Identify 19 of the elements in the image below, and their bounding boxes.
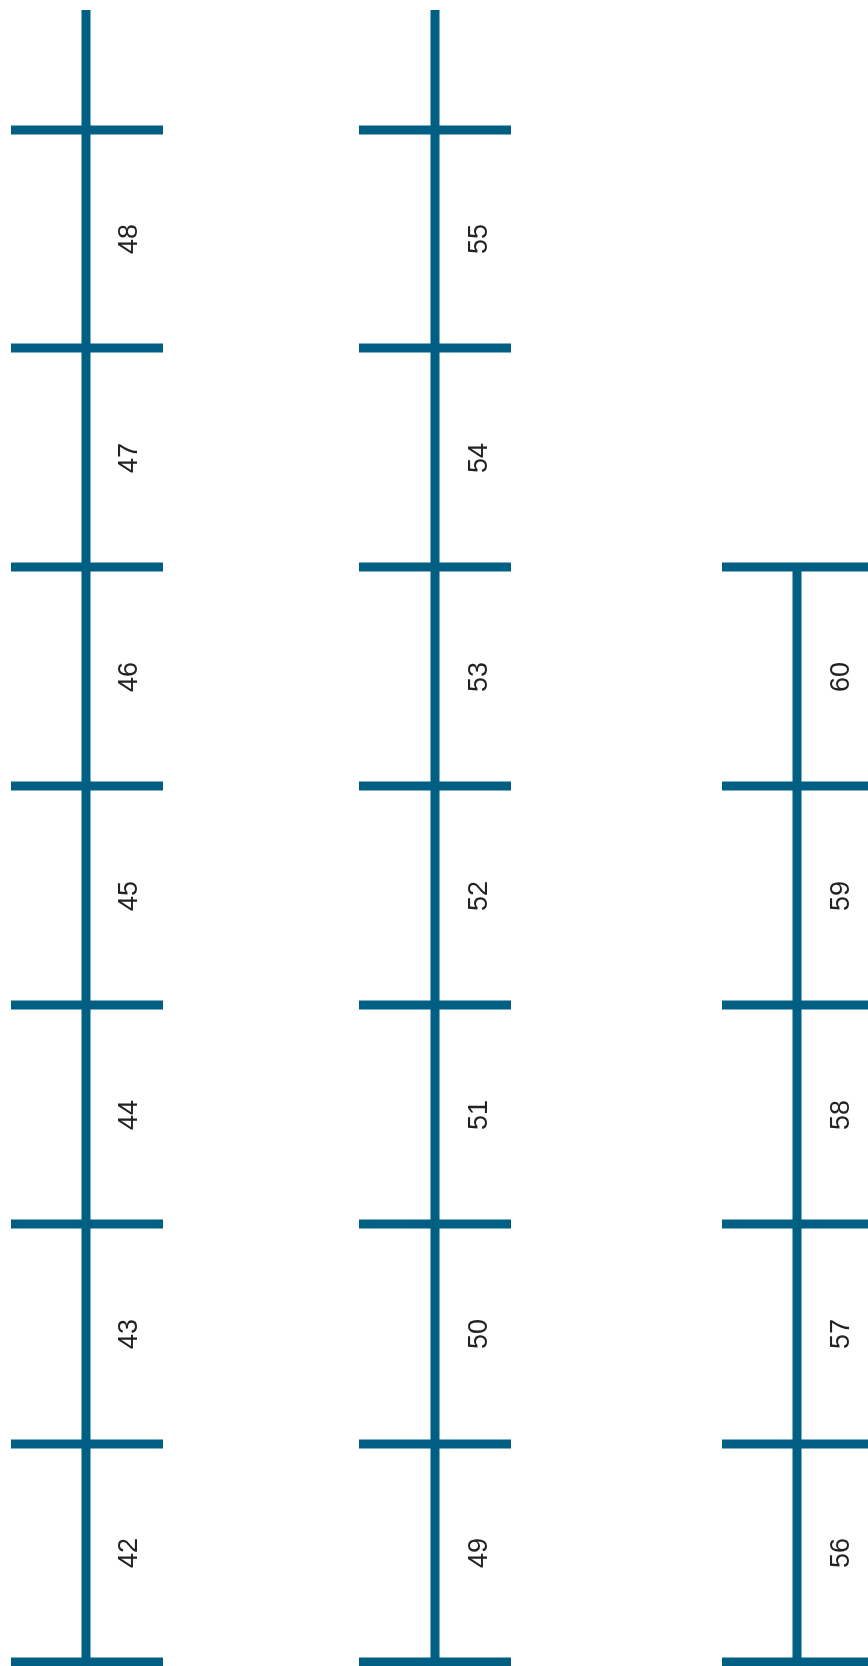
- scale-number: 59: [826, 880, 854, 911]
- scale-number: 44: [114, 1099, 142, 1130]
- scale-number: 49: [464, 1538, 492, 1568]
- scale-number: 42: [114, 1538, 142, 1568]
- scale-number: 58: [826, 1099, 854, 1130]
- scale-number: 53: [464, 661, 492, 692]
- scale-number: 48: [114, 224, 142, 254]
- scale-number: 55: [464, 224, 492, 254]
- scale-number: 60: [826, 661, 854, 692]
- scale-number: 47: [114, 442, 142, 473]
- scale-number: 57: [826, 1319, 854, 1349]
- scale-number: 46: [114, 661, 142, 692]
- scale-number: 52: [464, 880, 492, 911]
- scale-number: 43: [114, 1319, 142, 1349]
- scale-number: 45: [114, 880, 142, 911]
- scale-number: 50: [464, 1319, 492, 1349]
- scale-number: 54: [464, 442, 492, 473]
- scale-number: 56: [826, 1538, 854, 1568]
- scale-number: 51: [464, 1099, 492, 1130]
